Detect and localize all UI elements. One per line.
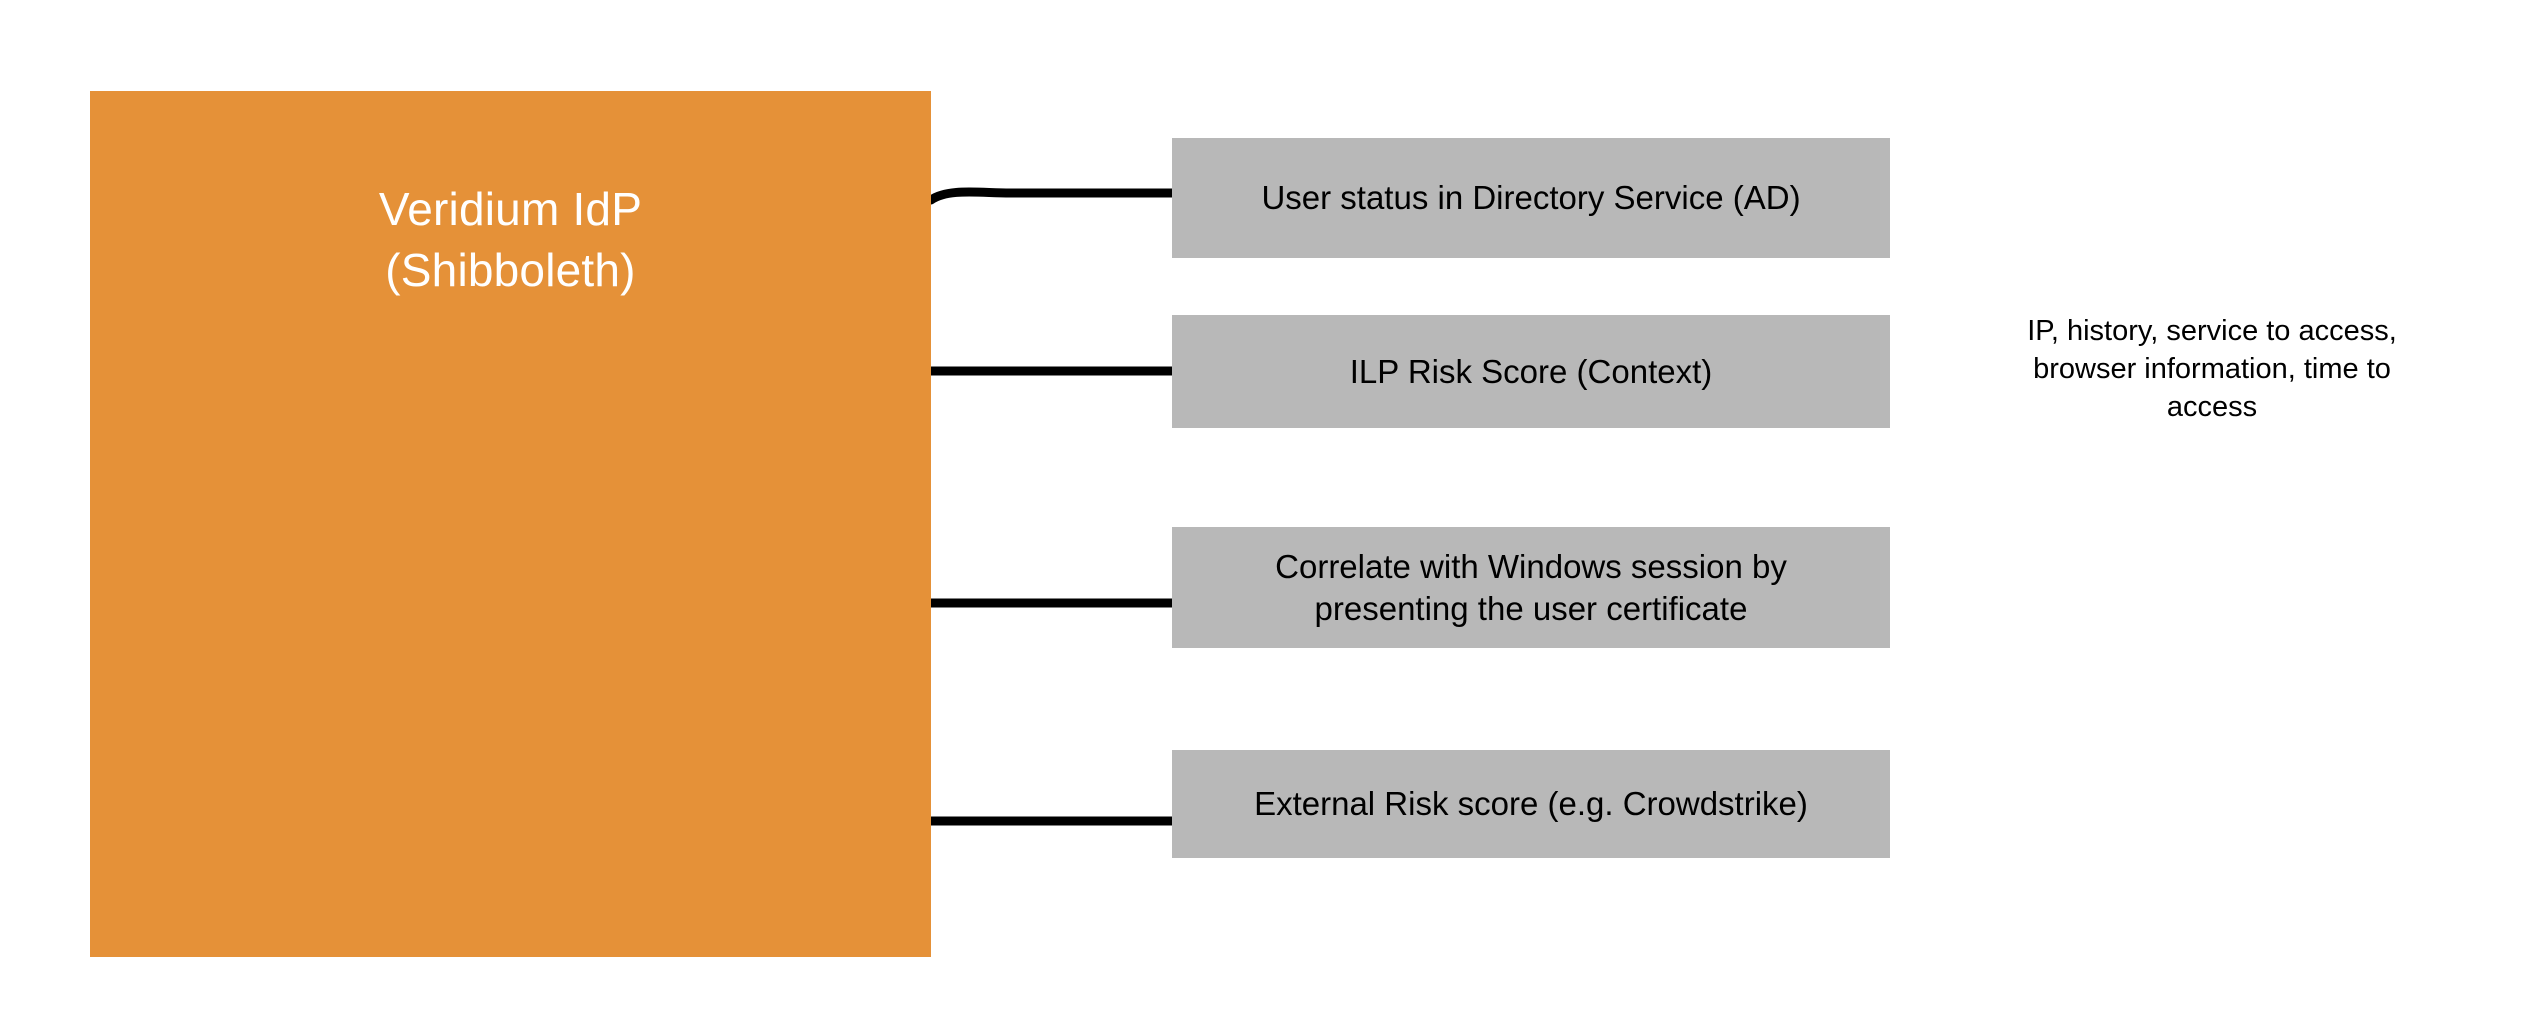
factor-box-label: External Risk score (e.g. Crowdstrike): [1254, 785, 1808, 823]
connector-line-1: [926, 187, 1177, 205]
idp-node[interactable]: Veridium IdP (Shibboleth): [90, 91, 931, 957]
factor-box-correlate-windows-session[interactable]: Correlate with Windows session by presen…: [1172, 527, 1890, 648]
annotation-ilp-context: IP, history, service to access, browser …: [2027, 315, 2397, 423]
factor-box-label: User status in Directory Service (AD): [1261, 179, 1801, 217]
factor-box-ilp-risk-score[interactable]: ILP Risk Score (Context): [1172, 315, 1890, 428]
factor-box-label: Correlate with Windows session by presen…: [1275, 547, 1787, 627]
idp-node-label: Veridium IdP (Shibboleth): [378, 183, 643, 297]
factor-box-user-status[interactable]: User status in Directory Service (AD): [1172, 138, 1890, 258]
factor-box-external-risk-score[interactable]: External Risk score (e.g. Crowdstrike): [1172, 750, 1890, 858]
factor-box-label: ILP Risk Score (Context): [1349, 352, 1713, 390]
